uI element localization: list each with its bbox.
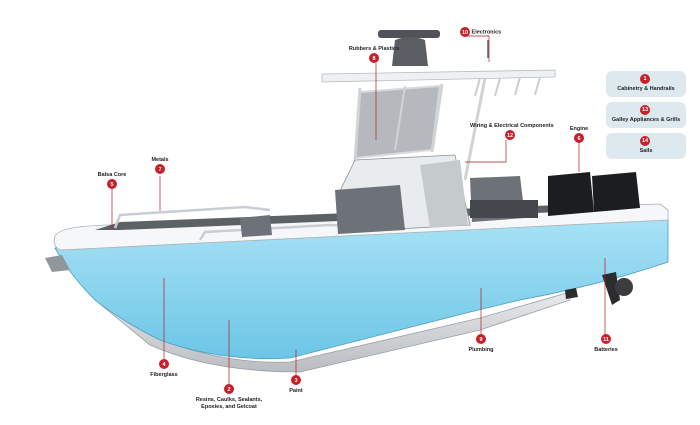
callout-text: Engine (569, 126, 589, 132)
callout-text: Metals (151, 157, 169, 163)
svg-text:6: 6 (577, 136, 580, 142)
callout-marker: 3 (291, 375, 301, 385)
svg-text:8: 8 (372, 56, 375, 62)
svg-text:11: 11 (603, 337, 609, 343)
callout-text: Wiring & Electrical Components (470, 123, 554, 129)
callout-marker: 12 (505, 129, 515, 140)
side-box-sails: 14 Sails (606, 133, 686, 159)
callout-electronics: 10 Electronics (460, 27, 501, 37)
callout-marker: 11 (601, 334, 611, 344)
svg-text:5: 5 (110, 182, 113, 188)
callout-metals: Metals 7 (145, 157, 175, 177)
svg-text:3: 3 (294, 378, 297, 384)
callout-batteries: 11 Batteries (590, 334, 622, 354)
callout-marker: 6 (574, 132, 584, 143)
engine-right (592, 172, 640, 212)
callout-text: Batteries (594, 346, 618, 353)
side-box-galley: 13 Galley Appliances & Grills (606, 102, 686, 128)
callout-resins: 2 Resins, Caulks, Sealants, Epoxies, and… (195, 384, 263, 411)
windshield (353, 84, 442, 160)
callout-wiring: Wiring & Electrical Components 12 (470, 123, 554, 143)
svg-text:2: 2 (227, 387, 230, 393)
callout-paint: 3 Paint (281, 375, 311, 395)
callout-text: Plumbing (468, 346, 494, 353)
callout-rubbers-plastics: Rubbers & Plastics 8 (344, 46, 404, 66)
callout-text: Rubbers & Plastics (348, 46, 400, 52)
side-box-number: 14 (640, 136, 650, 146)
svg-text:12: 12 (507, 133, 513, 139)
callout-text: Electronics (471, 29, 502, 36)
side-box-text: Cabinetry & Handrails (617, 86, 675, 92)
callout-marker: 5 (107, 178, 117, 189)
side-box-number: 1 (640, 74, 650, 84)
callout-fiberglass: 4 Fiberglass (144, 359, 184, 379)
svg-text:4: 4 (162, 362, 166, 368)
callout-text: Fiberglass (150, 371, 178, 378)
svg-text:7: 7 (158, 167, 161, 173)
bow-rail (113, 205, 271, 229)
svg-text:10: 10 (462, 30, 468, 36)
callout-text: Resins, Caulks, Sealants, Epoxies, and G… (195, 396, 263, 410)
callout-marker: 4 (159, 359, 169, 369)
callout-balsa-core: Balsa Core 5 (97, 172, 127, 192)
helm-seat (335, 185, 405, 234)
callout-marker: 10 (460, 27, 470, 37)
callout-text: Balsa Core (97, 172, 127, 178)
side-box-cabinetry: 1 Cabinetry & Handrails (606, 71, 686, 97)
callout-plumbing: 9 Plumbing (464, 334, 498, 354)
callout-engine: Engine 6 (564, 126, 594, 146)
radar-dome (378, 30, 440, 38)
engine-left (548, 172, 594, 216)
side-box-text: Galley Appliances & Grills (611, 117, 681, 123)
callout-marker: 2 (224, 384, 234, 394)
t-top (321, 69, 556, 83)
callout-marker: 8 (369, 52, 379, 63)
svg-text:9: 9 (479, 337, 482, 343)
side-box-text: Sails (639, 148, 653, 154)
callout-marker: 9 (476, 334, 486, 344)
side-box-number: 13 (640, 105, 650, 115)
callout-text: Paint (289, 387, 303, 394)
callout-marker: 7 (155, 163, 165, 174)
